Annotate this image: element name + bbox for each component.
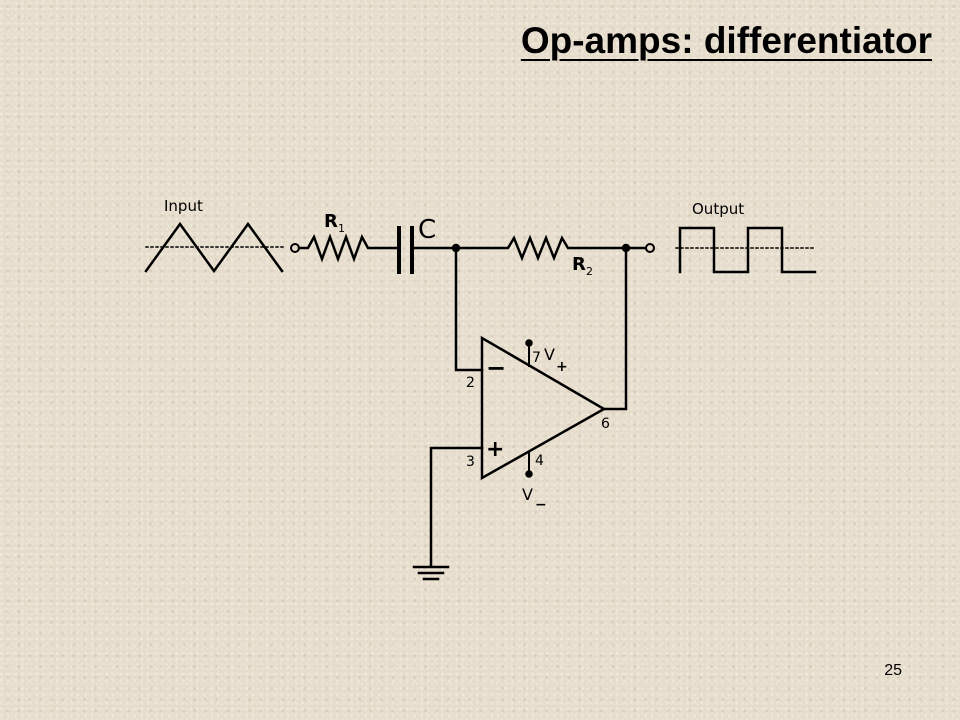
output-square-wave — [678, 226, 817, 274]
capacitor-label: C — [418, 215, 436, 245]
pin-3-label: 3 — [466, 454, 475, 470]
plus-sign: + — [486, 437, 504, 462]
input-label: Input — [164, 197, 203, 215]
page-number: 25 — [884, 662, 902, 679]
r1-subscript: 1 — [338, 222, 345, 235]
pin-vminus-dot — [525, 470, 533, 478]
vminus-label: V — [522, 485, 533, 504]
pin-vplus-dot — [525, 339, 533, 347]
wire-inverting-input — [454, 246, 484, 372]
op-amp — [480, 335, 607, 481]
output-terminal — [645, 243, 655, 253]
minus-sign: − — [486, 354, 506, 382]
r1-label: R — [324, 211, 338, 232]
slide-title: Op-amps: differentiator — [520, 20, 932, 61]
output-label: Output — [692, 200, 744, 218]
pin-2-label: 2 — [466, 375, 475, 391]
r2-subscript: 2 — [586, 265, 593, 278]
pin-4-label: 4 — [535, 453, 544, 469]
wire-noninverting-ground — [429, 446, 484, 567]
resistor-r1 — [297, 233, 398, 263]
vplus-subscript: + — [556, 359, 568, 375]
r2-label: R — [572, 254, 586, 275]
vplus-label: V — [544, 345, 555, 364]
wire-feedback-output — [602, 246, 628, 411]
pin-7-label: 7 — [532, 350, 541, 366]
pin-6-label: 6 — [601, 416, 610, 432]
input-triangle-wave — [144, 221, 284, 274]
resistor-r2 — [454, 234, 628, 262]
vminus-subscript: − — [535, 497, 547, 513]
